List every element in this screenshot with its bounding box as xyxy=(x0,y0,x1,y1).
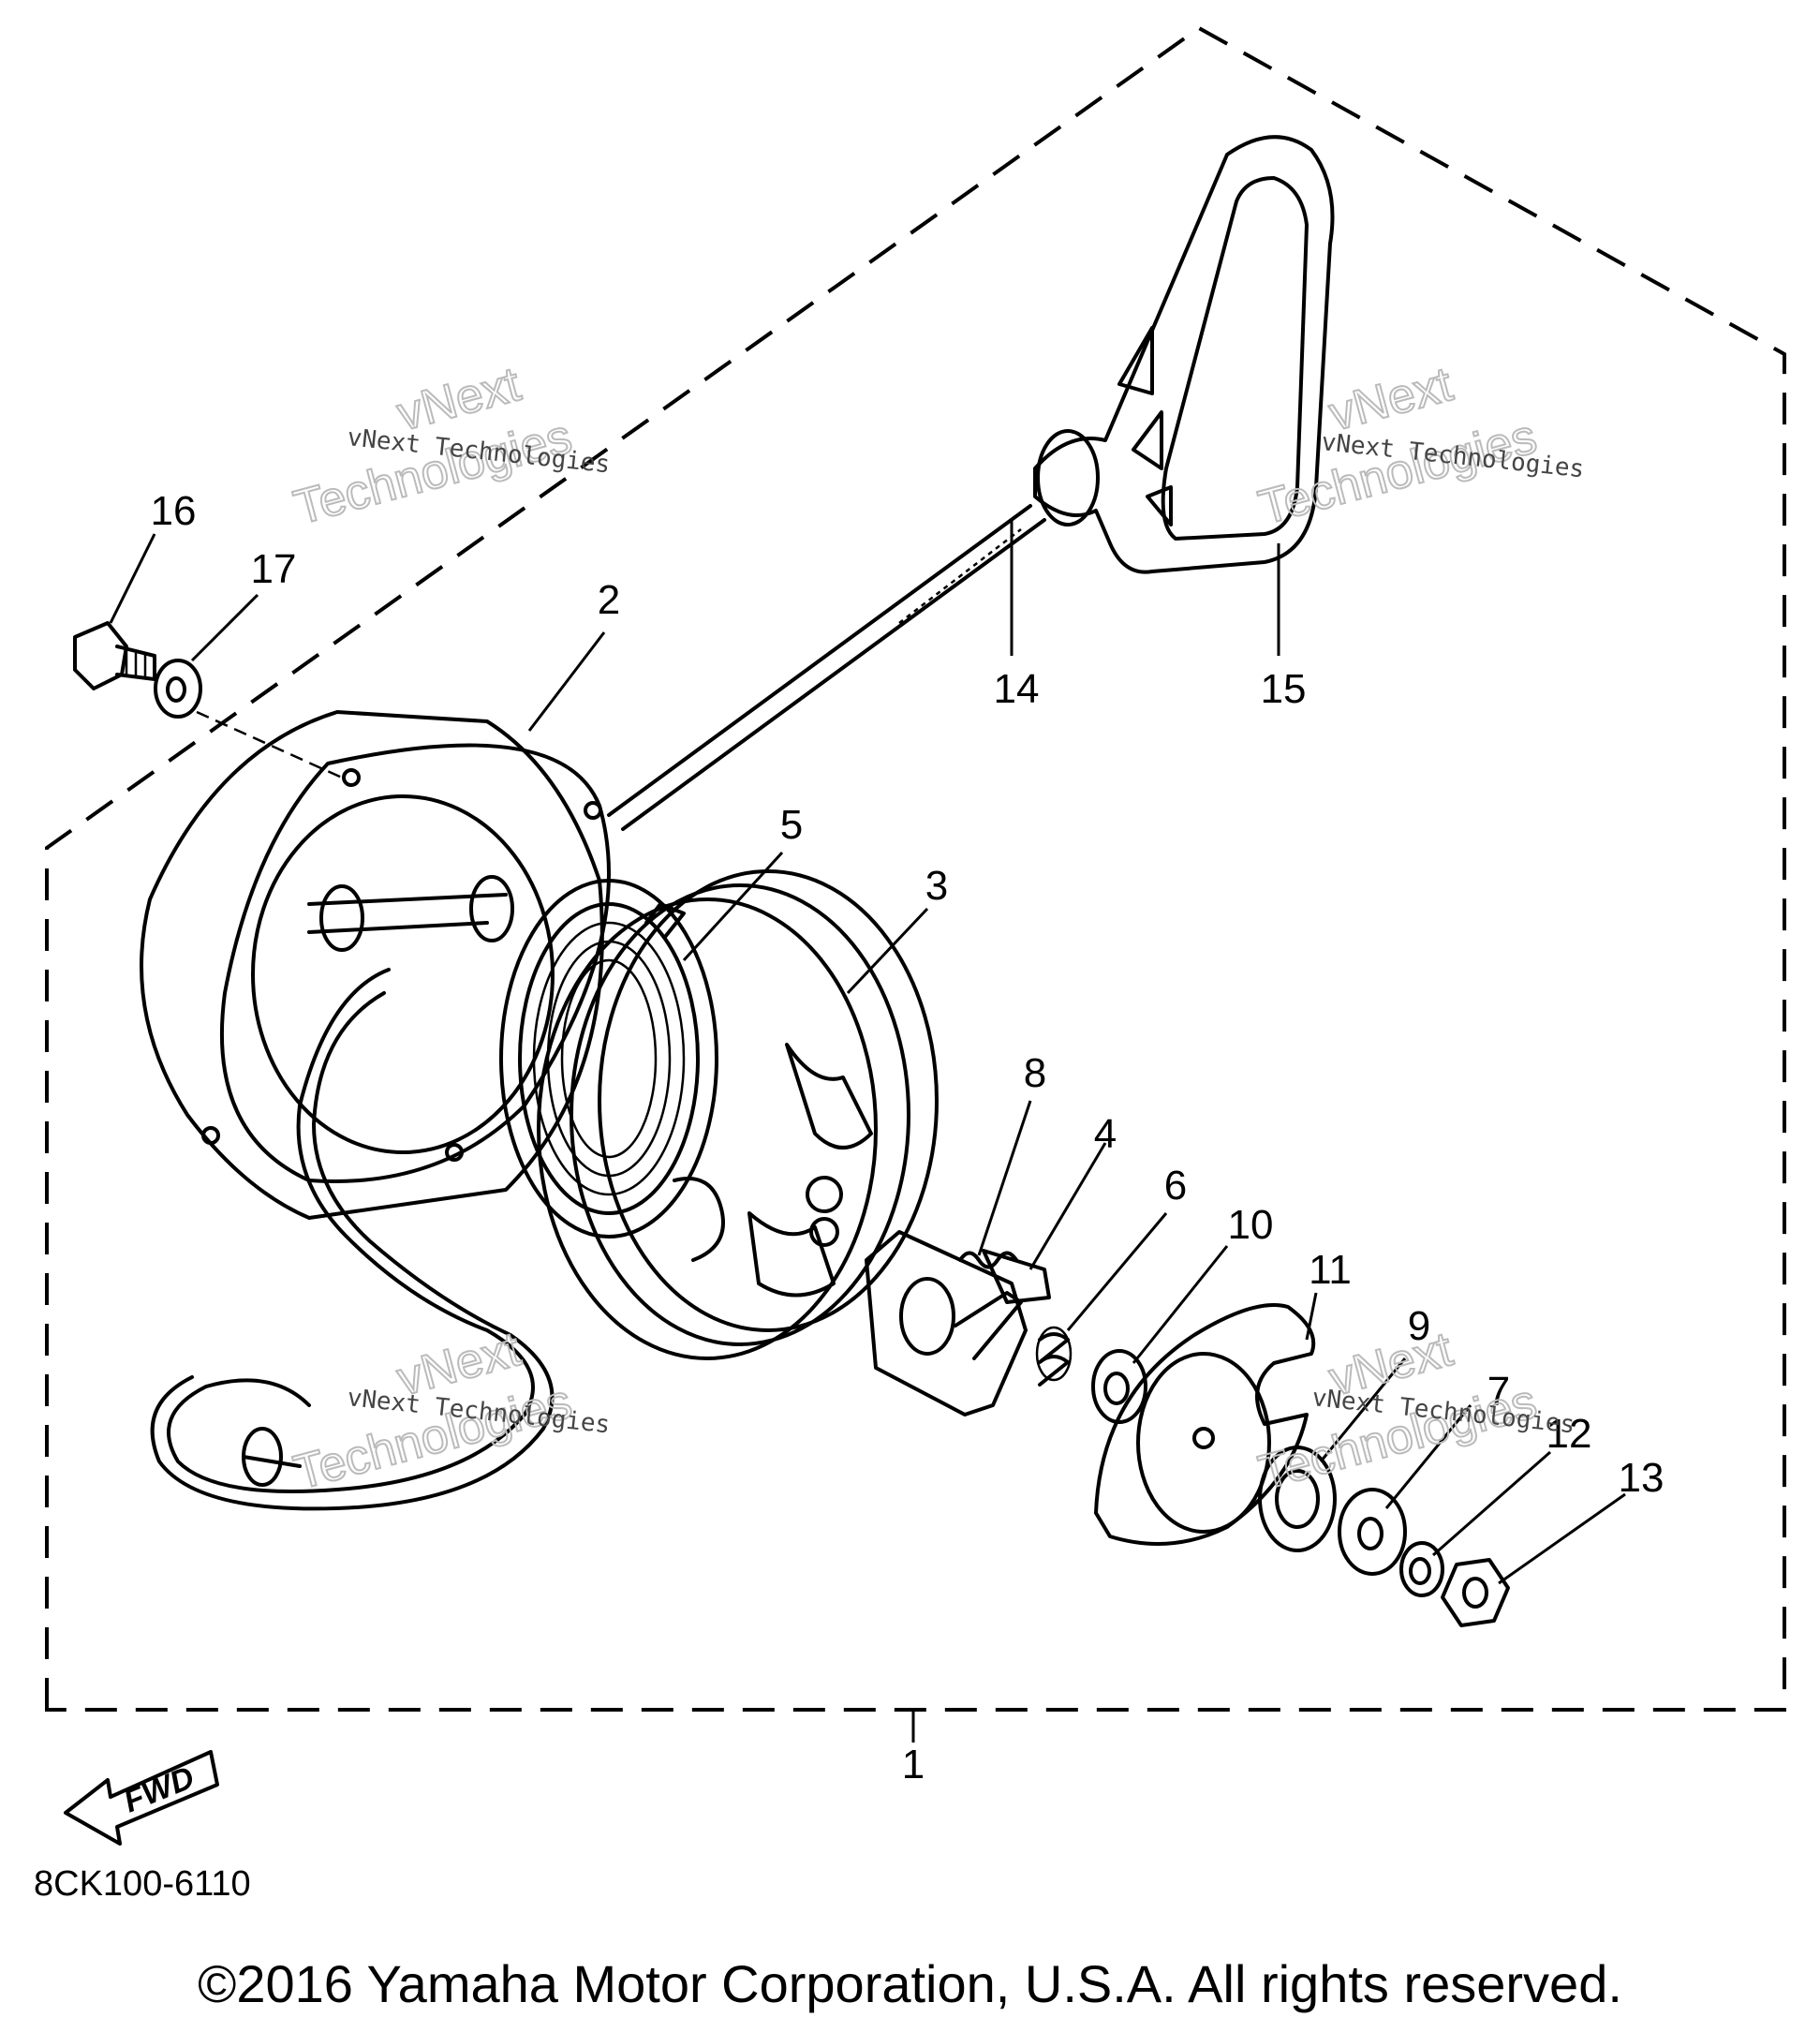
callout-12: 12 xyxy=(1546,1411,1592,1457)
drawing-code: 8CK100-6110 xyxy=(34,1864,251,1904)
callout-7: 7 xyxy=(1487,1369,1510,1415)
callout-4: 4 xyxy=(1094,1111,1117,1157)
watermark-top-left: vNext Technologies vNext Technologies xyxy=(288,356,612,537)
washer-10 xyxy=(1091,1349,1147,1424)
bolt-alignment-line xyxy=(196,710,343,779)
copyright-notice: ©2016 Yamaha Motor Corporation, U.S.A. A… xyxy=(198,1954,1622,2013)
bolt-16 xyxy=(73,621,156,690)
nut-13 xyxy=(1441,1558,1510,1627)
callout-16: 16 xyxy=(151,488,197,534)
callout-11: 11 xyxy=(1309,1247,1352,1293)
callout-13: 13 xyxy=(1619,1455,1665,1501)
callout-1: 1 xyxy=(902,1742,925,1787)
starter-pulley xyxy=(537,869,939,1360)
watermark-bottom-left: vNext Technologies vNext Technologies xyxy=(288,1321,612,1502)
rope-knot xyxy=(242,1427,302,1487)
svg-text:vNext: vNext xyxy=(1324,357,1458,442)
starter-rope-loop xyxy=(167,968,535,1493)
pawl xyxy=(865,1230,1051,1416)
assembly-boundary xyxy=(45,25,1786,1712)
washer-17 xyxy=(154,659,202,719)
leader-lines xyxy=(109,520,1626,1585)
callout-2: 2 xyxy=(598,577,620,623)
washer-9 xyxy=(1258,1446,1337,1552)
callout-5: 5 xyxy=(780,802,803,848)
callout-3: 3 xyxy=(925,863,948,909)
washer-12 xyxy=(1399,1541,1444,1597)
washer-7 xyxy=(1338,1488,1407,1576)
spring-6 xyxy=(1035,1326,1073,1387)
watermark-top-right: vNext Technologies vNext Technologies xyxy=(1252,356,1586,537)
starter-rope xyxy=(607,504,1046,831)
starter-housing xyxy=(140,710,611,1220)
callout-9: 9 xyxy=(1408,1303,1430,1349)
callout-8: 8 xyxy=(1024,1050,1046,1096)
pawl-spring xyxy=(958,1251,1018,1269)
fwd-arrow-icon: FWD xyxy=(64,1750,219,1846)
callout-6: 6 xyxy=(1164,1163,1187,1209)
starter-handle xyxy=(1033,135,1335,574)
drive-plate xyxy=(1094,1303,1316,1546)
callout-14: 14 xyxy=(994,666,1040,712)
callout-10: 10 xyxy=(1228,1202,1274,1248)
watermark-bottom-right: vNext Technologies vNext Technologies xyxy=(1252,1321,1576,1502)
callout-17: 17 xyxy=(251,546,297,592)
callout-15: 15 xyxy=(1261,666,1307,712)
